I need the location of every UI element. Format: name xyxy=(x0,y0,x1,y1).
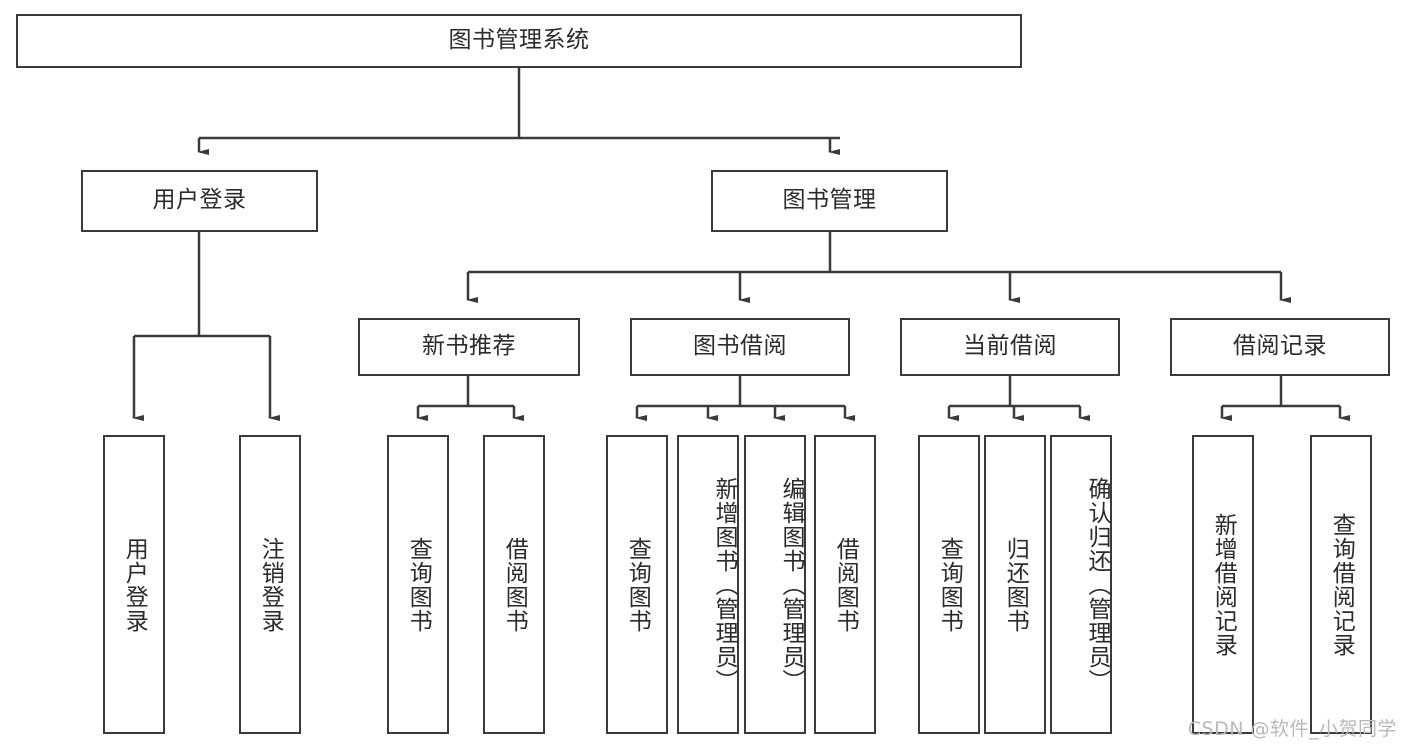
leaf-edit-book-admin[interactable]: 编辑图书（管理员） xyxy=(744,435,806,734)
node-label: 借阅记录 xyxy=(1233,333,1327,360)
leaf-query-books-recommend[interactable]: 查询图书 xyxy=(387,435,449,734)
node-root-library-management-system[interactable]: 图书管理系统 xyxy=(16,14,1022,68)
node-borrowing-records[interactable]: 借阅记录 xyxy=(1170,318,1390,376)
leaf-add-borrowing-record[interactable]: 新增借阅记录 xyxy=(1192,435,1254,734)
node-label: 用户登录 xyxy=(121,536,148,633)
leaf-add-book-admin[interactable]: 新增图书（管理员） xyxy=(677,435,739,734)
leaf-borrow-books-recommend[interactable]: 借阅图书 xyxy=(483,435,545,734)
node-label: 注销登录 xyxy=(257,536,284,633)
node-label: 新增图书（管理员） xyxy=(711,476,737,693)
leaf-query-borrowing-record[interactable]: 查询借阅记录 xyxy=(1310,435,1372,734)
node-book-management[interactable]: 图书管理 xyxy=(711,170,948,232)
node-label: 查询图书 xyxy=(405,536,432,633)
leaf-return-books[interactable]: 归还图书 xyxy=(984,435,1046,734)
node-label: 图书管理系统 xyxy=(448,27,590,54)
leaf-borrow-books-borrowing[interactable]: 借阅图书 xyxy=(814,435,876,734)
leaf-user-login[interactable]: 用户登录 xyxy=(103,435,165,734)
node-book-borrowing[interactable]: 图书借阅 xyxy=(630,318,850,376)
node-label: 确认归还（管理员） xyxy=(1084,476,1110,693)
node-label: 借阅图书 xyxy=(832,536,859,633)
node-label: 用户登录 xyxy=(152,187,247,214)
csdn-watermark: CSDN @软件_小贺同学 xyxy=(1187,718,1397,740)
leaf-query-books-current[interactable]: 查询图书 xyxy=(918,435,980,734)
node-label: 编辑图书（管理员） xyxy=(778,476,804,693)
node-label: 当前借阅 xyxy=(963,333,1057,360)
node-label: 查询借阅记录 xyxy=(1328,512,1355,657)
node-label: 借阅图书 xyxy=(501,536,528,633)
node-label: 查询图书 xyxy=(624,536,651,633)
leaf-query-books-borrowing[interactable]: 查询图书 xyxy=(606,435,668,734)
node-label: 图书借阅 xyxy=(693,333,787,360)
node-label: 查询图书 xyxy=(936,536,963,633)
node-label: 新增借阅记录 xyxy=(1210,512,1237,657)
node-label: 图书管理 xyxy=(782,187,877,214)
leaf-confirm-return-admin[interactable]: 确认归还（管理员） xyxy=(1050,435,1112,734)
node-label: 归还图书 xyxy=(1002,536,1029,633)
node-current-borrowing[interactable]: 当前借阅 xyxy=(900,318,1120,376)
node-user-login[interactable]: 用户登录 xyxy=(81,170,318,232)
node-new-book-recommendation[interactable]: 新书推荐 xyxy=(358,318,580,376)
leaf-logout[interactable]: 注销登录 xyxy=(239,435,301,734)
node-label: 新书推荐 xyxy=(422,333,516,360)
